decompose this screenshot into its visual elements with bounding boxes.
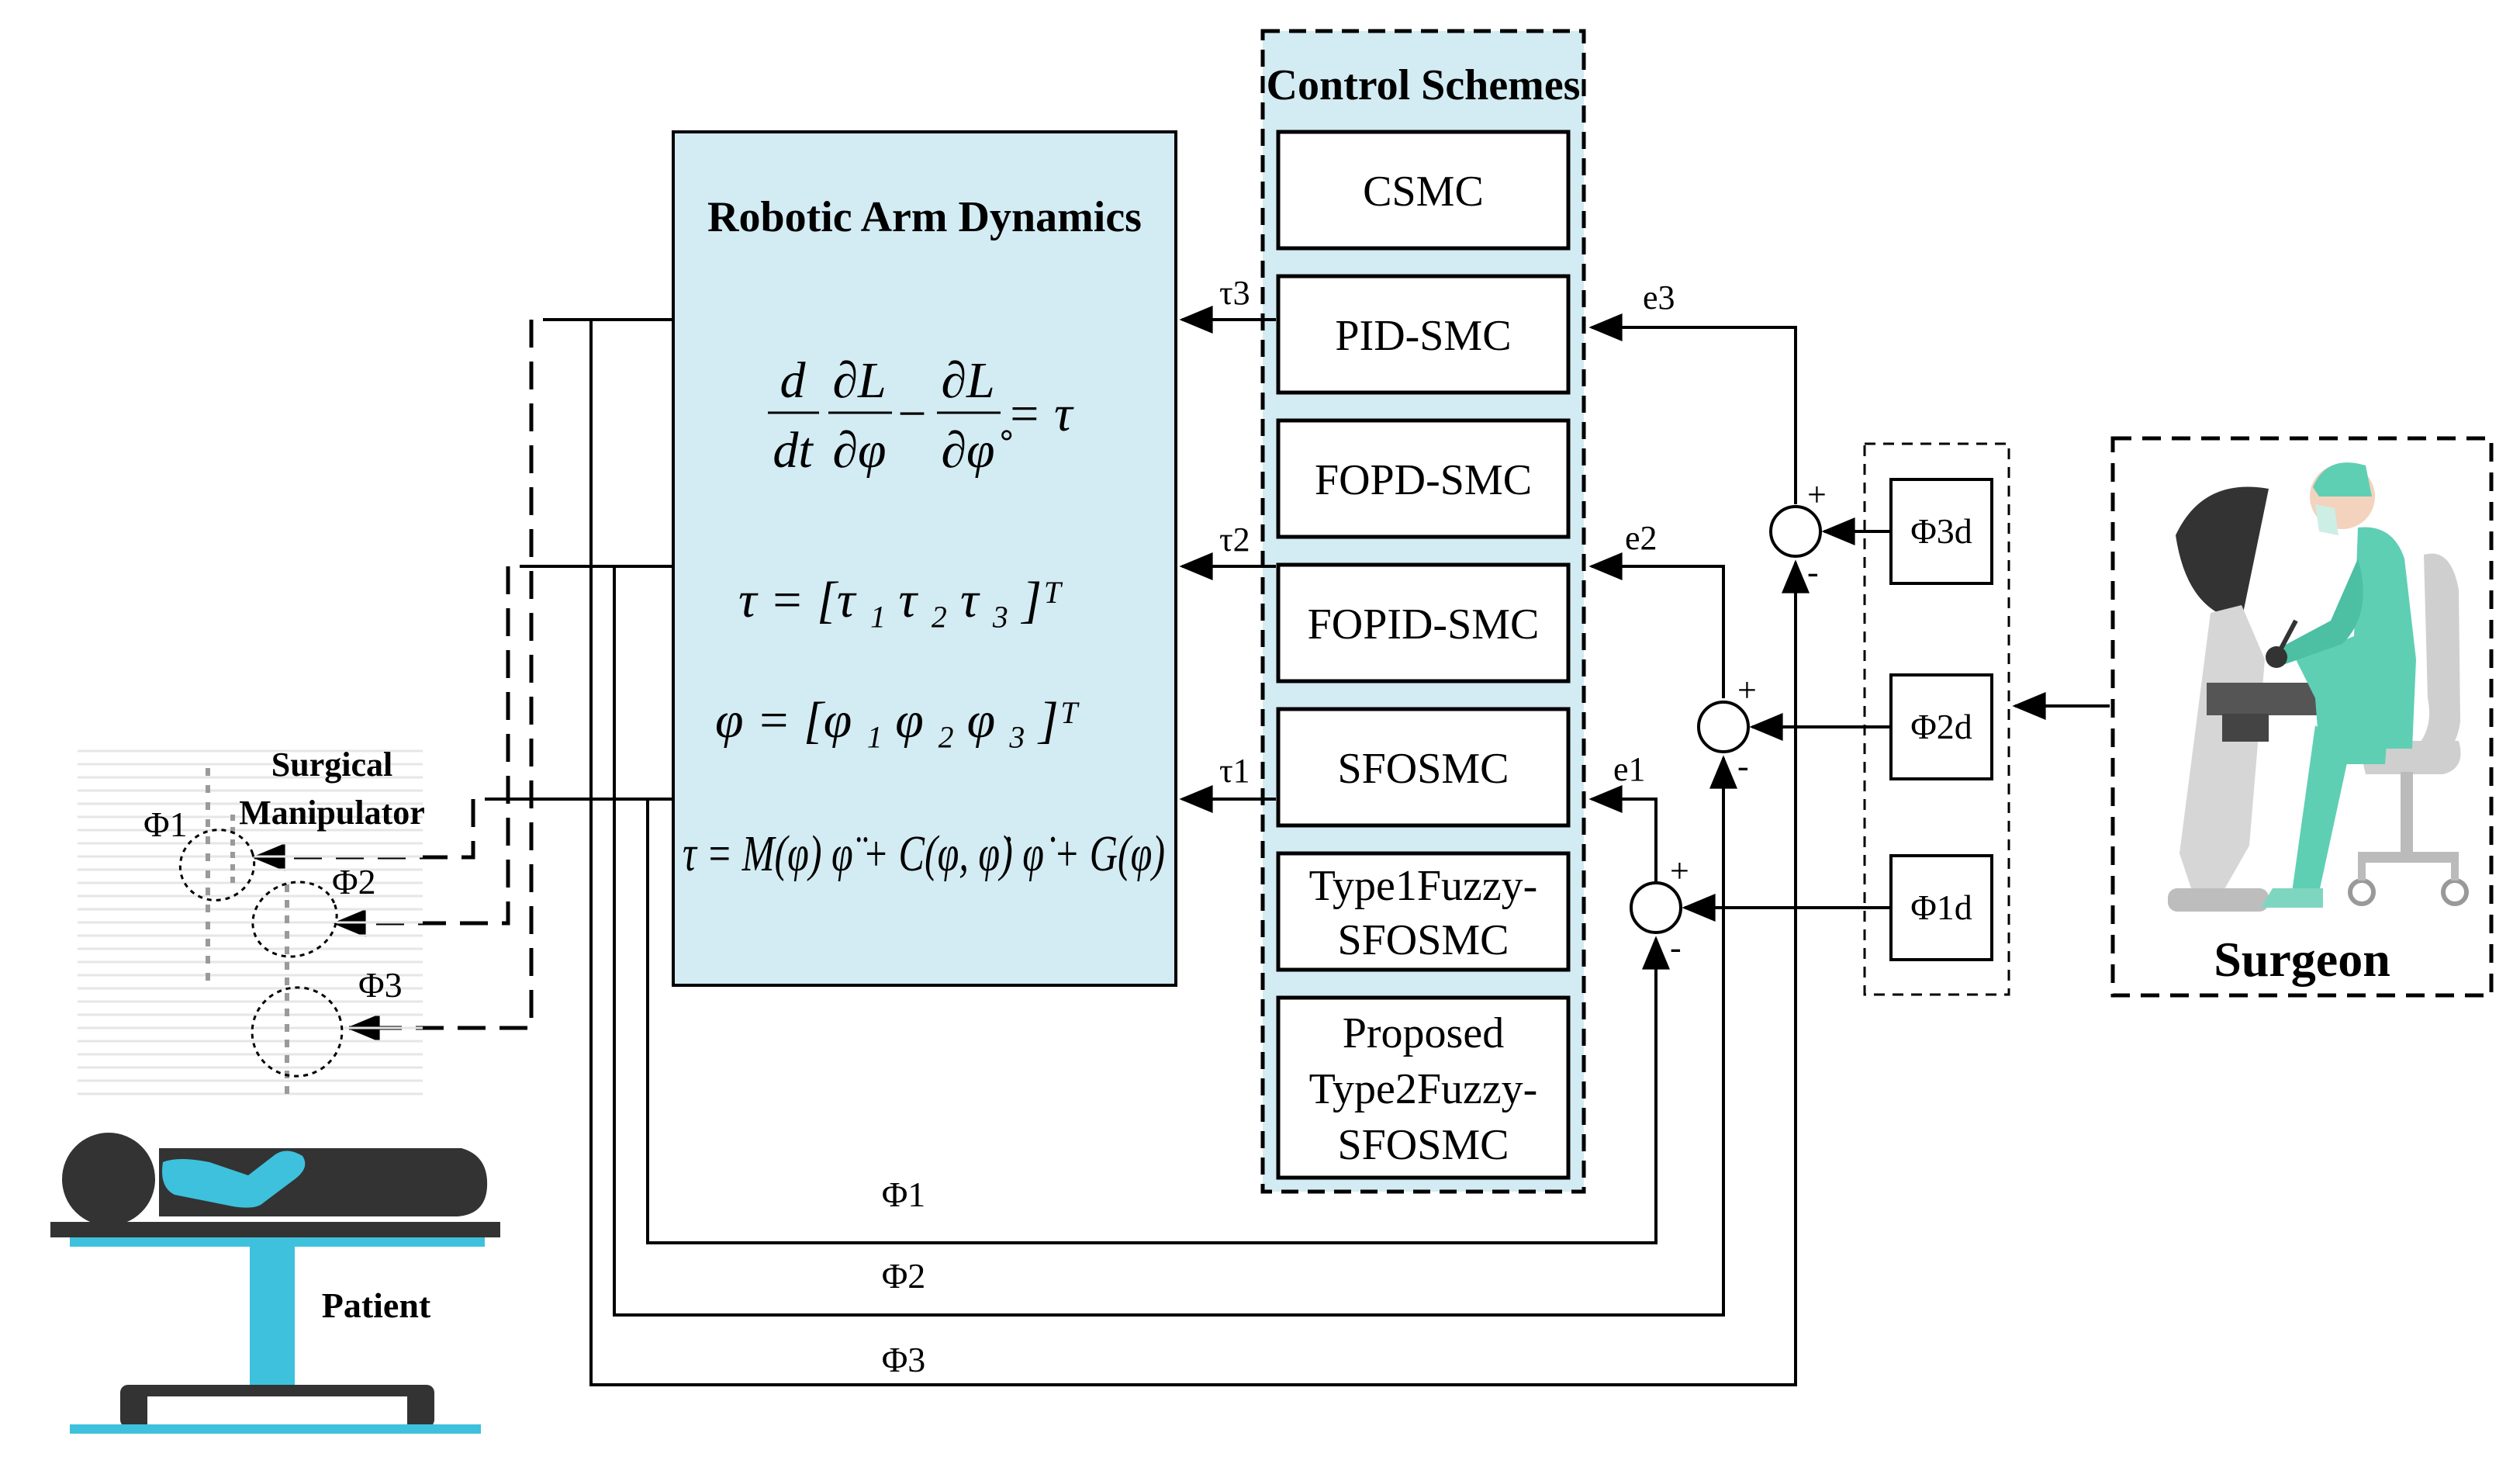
sum3-minus: -	[1807, 553, 1819, 591]
control-scheme-box-1	[1276, 130, 1571, 251]
feedback-phi1-label: Φ1	[882, 1175, 926, 1214]
sum3-plus: +	[1807, 476, 1827, 514]
robotic-arm-dynamics-block: Robotic Arm Dynamics d dt ∂L ∂φ − ∂L ∂φ̊…	[672, 130, 1177, 987]
angle-vector-equation: φ = [φ ₁ φ ₂ φ ₃ ]ᵀ	[715, 692, 1080, 749]
sum2-minus: -	[1737, 747, 1749, 785]
control-scheme-box-5	[1276, 707, 1571, 828]
sum-junction-1	[1630, 881, 1682, 934]
desired-trajectory-panel: Φ3d Φ2d Φ1d	[1863, 442, 2010, 996]
joint-phi2-label: Φ2	[332, 862, 376, 901]
robotic-arm-dynamics-title: Robotic Arm Dynamics	[707, 193, 1142, 241]
tau3-label: τ3	[1219, 274, 1250, 312]
surgical-label-1: Surgical	[271, 746, 392, 784]
e3-label: e3	[1643, 279, 1675, 317]
surgeon-icon	[2168, 462, 2469, 912]
phi2d-label: Φ2d	[1910, 707, 1972, 746]
summing-junctions: + - + - + -	[1630, 476, 1891, 967]
control-scheme-label: SFOSMC	[1337, 916, 1509, 964]
control-schemes-panel: Control Schemes CSMC PID-SMC FOPD-SMC FOPID…	[1260, 29, 1586, 1194]
eq1-dphi: ∂φ	[832, 422, 886, 479]
phi3d-box	[1889, 478, 1993, 585]
e1-label: e1	[1613, 750, 1646, 788]
eq1-d: d	[780, 352, 807, 409]
control-schemes-title: Control Schemes	[1267, 61, 1581, 109]
control-scheme-label: CSMC	[1363, 168, 1484, 216]
joint-phi1-label: Φ1	[143, 805, 188, 844]
joint2-ellipse	[251, 881, 338, 958]
surgeon-label: Surgeon	[2214, 932, 2390, 987]
euler-lagrange-equation: d dt ∂L ∂φ − ∂L ∂φ̊ = τ	[768, 352, 1074, 479]
joint1-ellipse	[178, 829, 256, 901]
control-scheme-label: SFOSMC	[1337, 745, 1509, 793]
eq1-minus: −	[897, 386, 926, 442]
feedback-phi2-label: Φ2	[882, 1256, 926, 1296]
control-scheme-box-7	[1276, 995, 1571, 1180]
dynamics-equation: τ = M(φ) φ̈ + C(φ, φ̇) φ̇ + G(φ)	[683, 825, 1165, 882]
patient-label: Patient	[322, 1285, 431, 1325]
control-scheme-box-4	[1276, 562, 1571, 683]
control-scheme-box-2	[1276, 274, 1571, 395]
control-scheme-label: Proposed	[1343, 1009, 1504, 1057]
eq1-dL: ∂L	[832, 352, 886, 409]
control-scheme-box-3	[1276, 418, 1571, 539]
e2-label: e2	[1625, 519, 1658, 557]
eq1-rhs: = τ	[1007, 386, 1074, 442]
tau1-label: τ1	[1219, 752, 1250, 790]
sum1-minus: -	[1670, 929, 1682, 967]
eq1-dL2: ∂L	[941, 352, 994, 409]
torque-vector-equation: τ = [τ ₁ τ ₂ τ ₃ ]ᵀ	[738, 572, 1063, 628]
control-scheme-label: FOPD-SMC	[1315, 456, 1532, 504]
surgical-label-2: Manipulator	[239, 794, 425, 832]
feedback-phi3-label: Φ3	[882, 1340, 926, 1379]
control-scheme-label: FOPID-SMC	[1308, 600, 1540, 649]
joint3-ellipse	[251, 986, 344, 1078]
error-signals: e3 e2 e1	[1588, 279, 1797, 883]
patient-icon	[50, 1133, 500, 1434]
surgical-scene: Surgical Manipulator Φ1 Φ2 Φ3 Patient	[50, 746, 500, 1434]
control-scheme-box-6	[1276, 851, 1571, 972]
phi3d-label: Φ3d	[1910, 511, 1972, 551]
eq1-dt: dt	[773, 422, 814, 479]
control-scheme-label: PID-SMC	[1335, 312, 1511, 360]
control-scheme-label: SFOSMC	[1337, 1121, 1509, 1169]
torque-signals: τ3 τ2 τ1	[1179, 274, 1276, 813]
sum-junction-3	[1769, 505, 1822, 558]
tau2-label: τ2	[1219, 521, 1250, 559]
joint-phi3-label: Φ3	[358, 965, 403, 1005]
surgeon-panel: Surgeon	[2110, 436, 2494, 998]
sum2-plus: +	[1737, 671, 1757, 709]
phi1d-box	[1889, 854, 1993, 961]
phi1d-label: Φ1d	[1910, 888, 1972, 927]
control-scheme-label: Type1Fuzzy-	[1309, 862, 1538, 910]
control-scheme-label: Type2Fuzzy-	[1309, 1065, 1538, 1113]
sum1-plus: +	[1670, 852, 1689, 890]
phi2d-box	[1889, 673, 1993, 780]
sum-junction-2	[1697, 701, 1750, 753]
manipulator-image	[78, 749, 423, 1095]
